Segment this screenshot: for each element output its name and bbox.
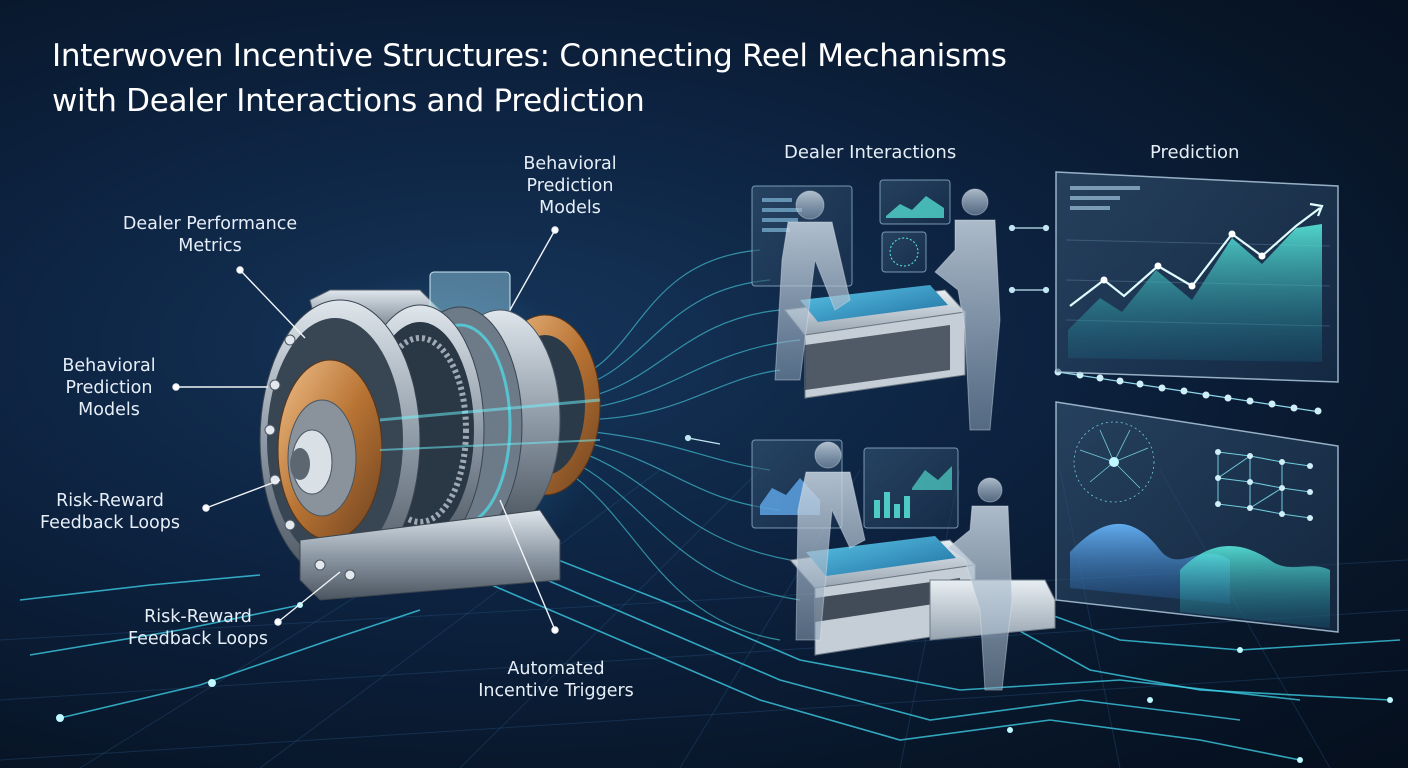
callout-line: Models xyxy=(539,198,601,218)
callout-line: Behavioral xyxy=(523,154,617,174)
callout-behavioral-prediction-top: Behavioral Prediction Models xyxy=(490,153,650,219)
callout-line: Risk-Reward xyxy=(144,607,252,627)
callout-leaders xyxy=(172,226,559,634)
callout-line: Prediction xyxy=(526,176,614,196)
callout-line: Metrics xyxy=(178,236,242,256)
callout-line: Behavioral xyxy=(62,356,156,376)
callout-line: Dealer Performance xyxy=(122,214,298,234)
callout-behavioral-prediction-left: Behavioral Prediction Models xyxy=(34,355,184,421)
callout-line: Feedback Loops xyxy=(40,513,180,533)
connector-arrows xyxy=(684,224,1050,445)
callout-automated-incentive-triggers: Automated Incentive Triggers xyxy=(466,658,646,702)
callout-risk-reward-2: Risk-Reward Feedback Loops xyxy=(108,606,288,650)
reel-mechanism-icon xyxy=(259,270,601,601)
prediction-network-panel xyxy=(1055,401,1339,633)
dealer-interaction-top xyxy=(751,179,1001,431)
line-chart-icon xyxy=(1068,224,1322,362)
callout-line: Feedback Loops xyxy=(128,629,268,649)
section-prediction: Prediction xyxy=(1150,142,1240,163)
callout-line: Incentive Triggers xyxy=(478,681,634,701)
title-line-1: Interwoven Incentive Structures: Connect… xyxy=(52,38,1007,74)
title-line-2: with Dealer Interactions and Prediction xyxy=(52,83,645,119)
trace-nodes xyxy=(56,602,1393,763)
page-title: Interwoven Incentive Structures: Connect… xyxy=(52,34,1252,124)
dealer-figure-icon xyxy=(774,188,1001,431)
callout-line: Prediction xyxy=(65,378,153,398)
callout-risk-reward-1: Risk-Reward Feedback Loops xyxy=(20,490,200,534)
prediction-line-chart-panel xyxy=(1055,171,1339,383)
callout-line: Risk-Reward xyxy=(56,491,164,511)
callout-dealer-performance-metrics: Dealer Performance Metrics xyxy=(100,213,320,257)
dealer-interaction-bottom xyxy=(751,439,1056,691)
circuit-traces xyxy=(19,544,1401,761)
section-dealer-interactions: Dealer Interactions xyxy=(784,142,957,163)
callout-line: Automated xyxy=(507,659,605,679)
callout-line: Models xyxy=(78,400,140,420)
